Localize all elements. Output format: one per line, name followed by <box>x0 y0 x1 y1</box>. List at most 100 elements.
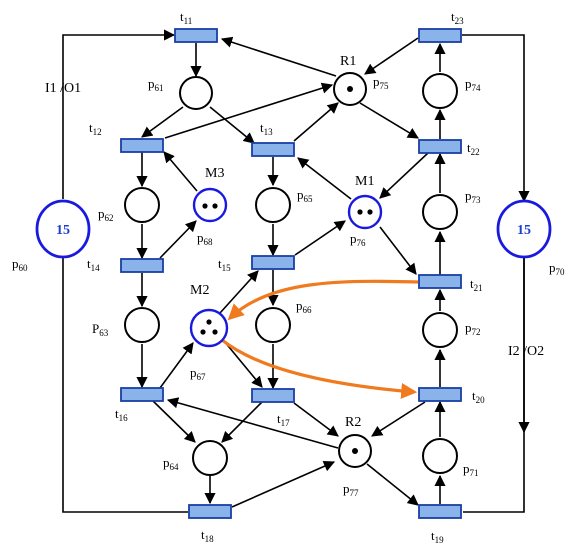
arc-t17-p77 <box>293 402 339 437</box>
transition-group <box>120 28 462 519</box>
place-p60 <box>35 199 91 259</box>
place-p63 <box>124 307 160 343</box>
label-p63: P63 <box>92 321 109 338</box>
label-t14: t14 <box>87 256 100 273</box>
token-p76-1 <box>357 209 363 215</box>
arc-t23-p75 <box>364 37 419 75</box>
arc-p68-t12 <box>163 151 198 192</box>
label-group: t11 t23 t12 t22 t13 t14 t15 t21 t16 t17 … <box>12 9 565 545</box>
label-t19: t19 <box>431 528 444 545</box>
arc-highlight-p67-t20 <box>221 338 418 399</box>
arc-t12-p75 <box>164 82 334 139</box>
arc-p67-t17 <box>223 340 263 388</box>
place-p62 <box>124 187 160 223</box>
arc-p67-t15 <box>219 270 259 314</box>
place-p72 <box>422 312 458 348</box>
arc-t13-p75 <box>293 102 339 142</box>
place-p66 <box>255 307 291 343</box>
label-p76: p76 <box>350 231 366 248</box>
arc-p75-t22 <box>359 102 419 139</box>
label-p74: p74 <box>465 76 481 93</box>
token-p68-2 <box>212 203 218 209</box>
label-p67: p67 <box>190 365 206 382</box>
place-p61 <box>179 76 213 110</box>
transition-t11 <box>174 28 218 43</box>
label-io-left: I1 /O1 <box>45 81 81 96</box>
label-M3: M3 <box>205 166 224 181</box>
transition-t14 <box>120 258 164 273</box>
label-t21: t21 <box>470 276 483 293</box>
label-t22: t22 <box>467 140 480 157</box>
label-t20: t20 <box>472 388 485 405</box>
label-p68: p68 <box>197 230 213 247</box>
place-p68-M3 <box>192 187 228 223</box>
place-p65 <box>255 187 291 223</box>
label-p62: p62 <box>98 206 114 223</box>
label-t12: t12 <box>89 120 102 137</box>
place-p73 <box>422 194 458 230</box>
transition-t16 <box>120 387 164 402</box>
label-p60: p60 <box>12 256 28 273</box>
label-p73: p73 <box>465 188 481 205</box>
label-t17: t17 <box>277 411 290 428</box>
arc-t16-p64 <box>151 399 196 443</box>
label-p61: p61 <box>148 76 164 93</box>
arc-p77-t16 <box>166 397 339 449</box>
token-p76-2 <box>367 209 373 215</box>
place-p64 <box>192 440 228 476</box>
place-p71 <box>422 438 458 474</box>
label-p65: p65 <box>297 187 313 204</box>
arc-highlight-t21-p67 <box>227 279 419 321</box>
label-io-right: I2 /O2 <box>508 344 544 359</box>
arc-p77-t19 <box>366 463 419 506</box>
label-R1: R1 <box>340 54 356 69</box>
label-p71: p71 <box>463 461 479 478</box>
transition-t12 <box>120 138 164 153</box>
transition-t13 <box>251 142 295 157</box>
token-count-p70: 15 <box>517 223 531 238</box>
arc-t16-p67 <box>159 342 194 389</box>
arc-t18-p60 <box>57 246 188 513</box>
transition-t17 <box>251 388 295 403</box>
arc-t22-p76 <box>379 152 429 199</box>
arc-p61-t13 <box>209 106 255 144</box>
label-p70: p70 <box>549 260 565 277</box>
label-t23: t23 <box>451 9 464 26</box>
transition-t18 <box>188 504 232 519</box>
token-p67-1 <box>206 319 212 325</box>
label-p75: p75 <box>373 74 389 91</box>
place-p76-M1 <box>347 194 383 230</box>
arc-t20-p77 <box>371 401 426 437</box>
place-group: 15 15 <box>35 72 552 476</box>
label-p66: p66 <box>296 298 312 315</box>
arc-group <box>57 29 530 513</box>
label-M2: M2 <box>190 283 209 298</box>
transition-t23 <box>418 28 462 43</box>
arc-t18-p77 <box>231 460 336 508</box>
label-t11: t11 <box>180 9 192 26</box>
arc-p76-t13 <box>297 157 352 200</box>
place-p67-M2 <box>189 308 229 348</box>
token-p67-2 <box>200 329 206 335</box>
label-p64: p64 <box>163 455 179 472</box>
token-p67-3 <box>212 329 218 335</box>
transition-t15 <box>251 255 295 270</box>
transition-t22 <box>418 139 462 154</box>
token-p68-1 <box>202 203 208 209</box>
label-p77: p77 <box>343 481 359 498</box>
label-p72: p72 <box>465 320 481 337</box>
label-t16: t16 <box>115 406 128 423</box>
place-p74 <box>422 73 458 109</box>
arc-p61-t12 <box>141 106 184 138</box>
label-M1: M1 <box>355 174 374 189</box>
arc-t14-p68 <box>159 220 197 259</box>
arc-p75-t11 <box>220 36 337 77</box>
token-p75 <box>347 86 353 92</box>
label-t18: t18 <box>201 527 214 544</box>
arc-t23-p70 <box>462 34 530 203</box>
label-t15: t15 <box>218 256 231 273</box>
token-count-p60: 15 <box>56 223 70 238</box>
transition-t19 <box>418 504 462 519</box>
arc-t17-p64 <box>221 401 263 443</box>
